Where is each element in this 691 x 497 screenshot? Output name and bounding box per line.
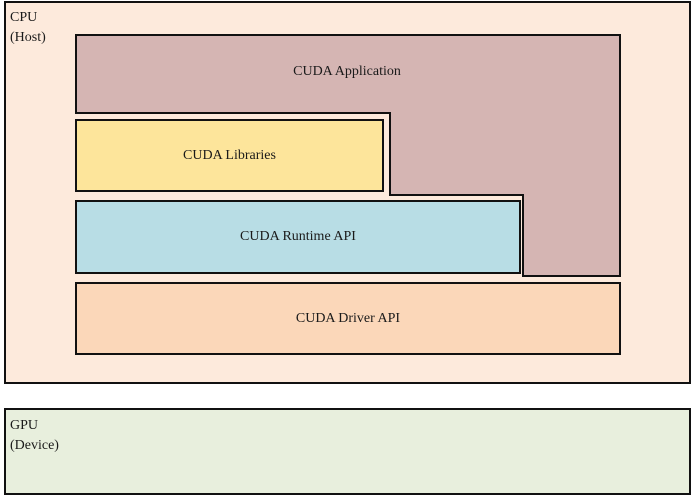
gpu-title: GPU bbox=[10, 418, 39, 433]
cuda-runtime-api-block: CUDA Runtime API bbox=[75, 200, 521, 274]
cuda-application-label: CUDA Application bbox=[293, 64, 401, 79]
cuda-application-block bbox=[75, 34, 621, 277]
gpu-subtitle: (Device) bbox=[10, 438, 59, 453]
cpu-subtitle: (Host) bbox=[10, 30, 46, 45]
cuda-runtime-api-label: CUDA Runtime API bbox=[240, 229, 356, 244]
gpu-device-region bbox=[4, 408, 691, 495]
cuda-driver-api-block: CUDA Driver API bbox=[75, 282, 621, 355]
cpu-title: CPU bbox=[10, 10, 38, 25]
cuda-libraries-block: CUDA Libraries bbox=[75, 119, 384, 192]
cuda-libraries-label: CUDA Libraries bbox=[183, 147, 276, 163]
cuda-driver-api-label: CUDA Driver API bbox=[295, 310, 401, 326]
